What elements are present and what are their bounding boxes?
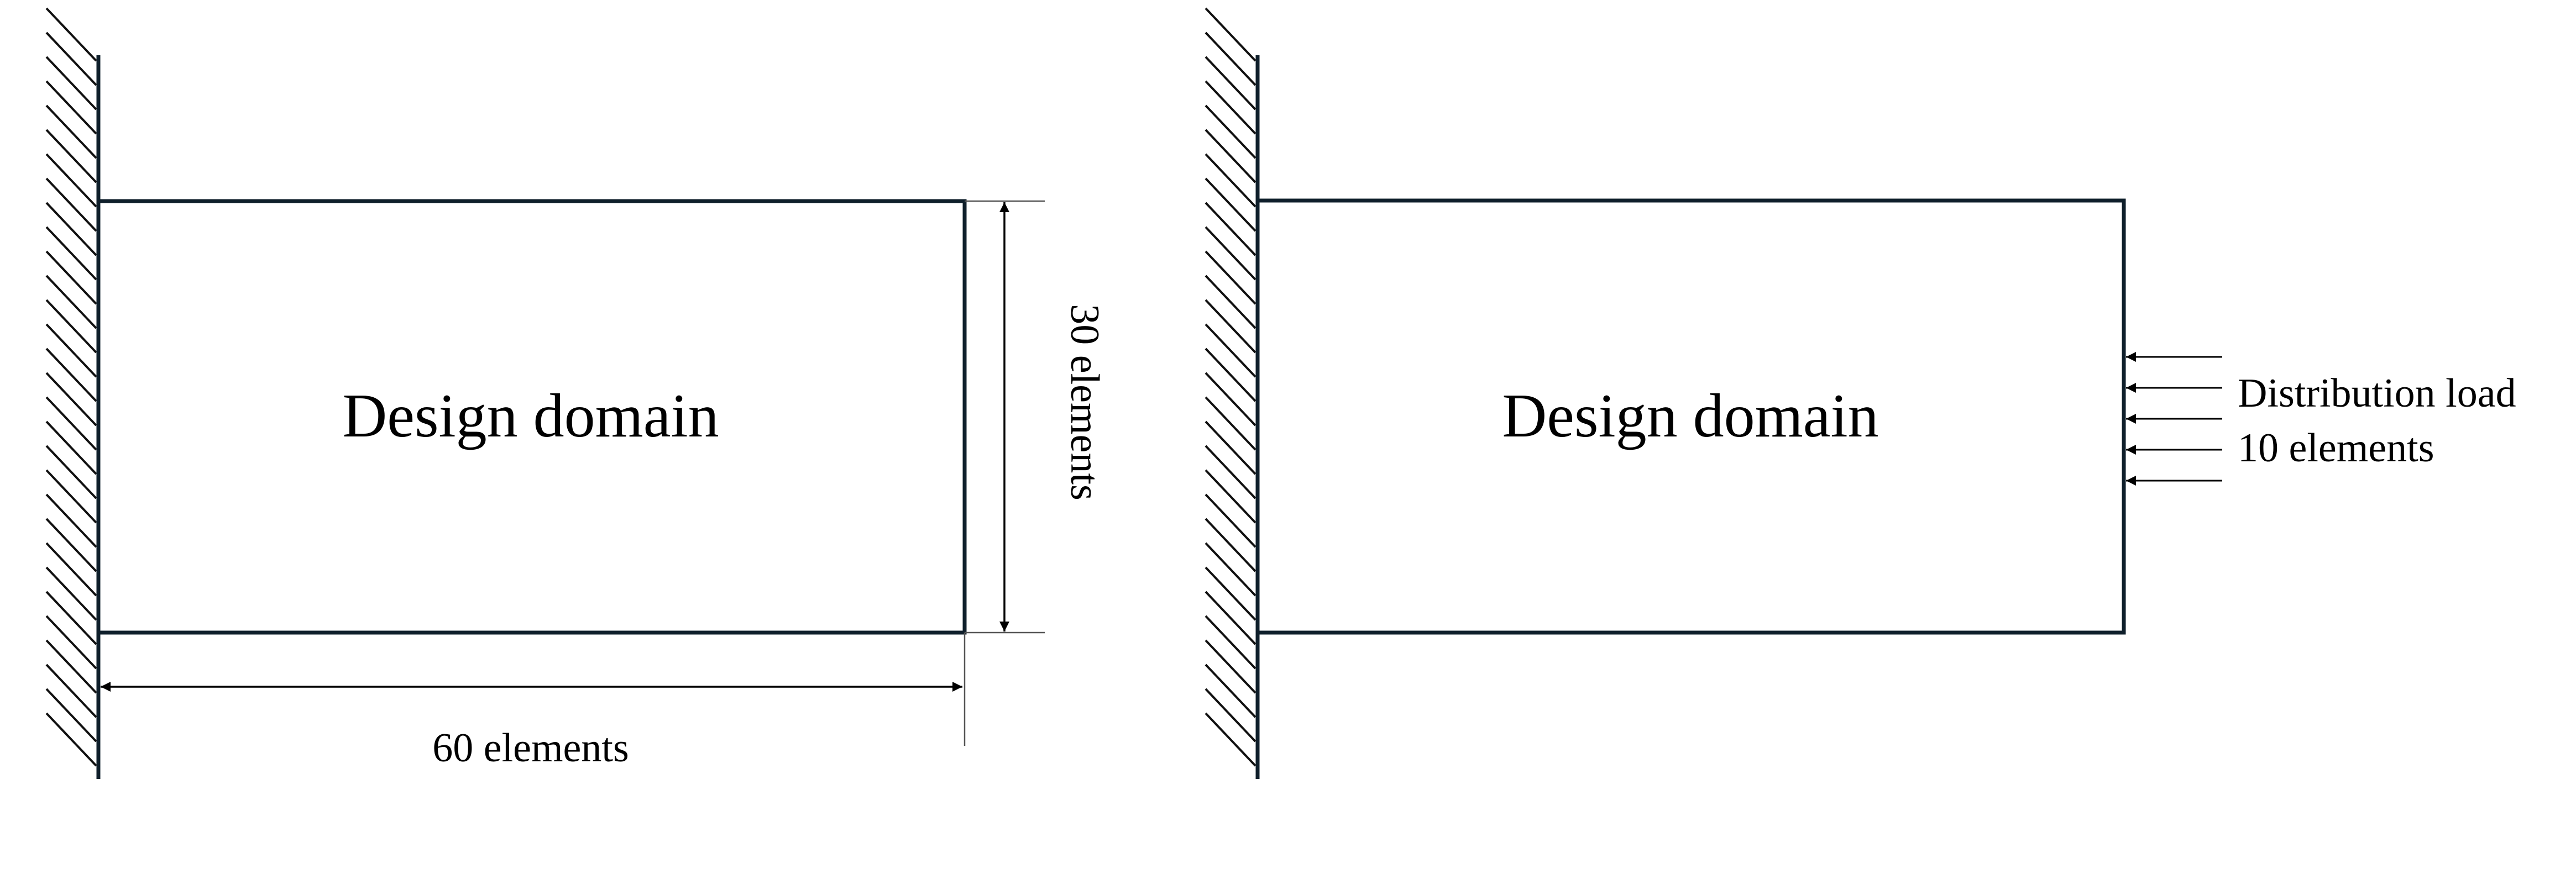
hatch-mark (45, 542, 97, 597)
hatch-mark (45, 250, 97, 305)
hatch-mark (45, 688, 97, 743)
width-dimension-label: 60 elements (432, 725, 629, 771)
hatch-mark (45, 299, 97, 354)
hatch-mark (1205, 202, 1256, 256)
hatch-mark (45, 7, 97, 62)
hatch-mark (1205, 299, 1256, 354)
left-domain-label: Design domain (342, 382, 719, 450)
hatch-mark (1205, 177, 1256, 232)
right-domain-label: Design domain (1502, 382, 1878, 450)
hatch-mark (1205, 226, 1256, 281)
hatch-mark (1205, 493, 1256, 548)
hatch-mark (1205, 80, 1256, 135)
hatch-mark (45, 104, 97, 159)
hatch-mark (45, 348, 97, 402)
hatch-mark (45, 664, 97, 718)
hatch-mark (1205, 275, 1256, 329)
hatch-mark (1205, 56, 1256, 110)
hatch-mark (45, 226, 97, 281)
hatch-mark (1205, 469, 1256, 524)
hatch-mark (1205, 566, 1256, 621)
hatch-mark (1205, 323, 1256, 378)
hatch-mark (1205, 639, 1256, 694)
right-design-domain-box (1255, 198, 2126, 635)
hatch-mark (45, 275, 97, 329)
hatch-mark (1205, 104, 1256, 159)
hatch-mark (45, 31, 97, 86)
hatch-mark (45, 591, 97, 645)
hatch-mark (45, 372, 97, 427)
distributed-load-arrows (2126, 352, 2222, 486)
hatch-mark (1205, 372, 1256, 427)
right-diagram: Design domain Distribution load 10 eleme… (1205, 7, 2516, 779)
load-label-line2: 10 elements (2238, 425, 2434, 471)
hatch-mark (1205, 129, 1256, 183)
hatch-mark (45, 469, 97, 524)
hatch-mark (1205, 542, 1256, 597)
hatch-mark (45, 493, 97, 548)
hatch-mark (1205, 615, 1256, 670)
hatch-mark (45, 129, 97, 183)
hatch-mark (45, 615, 97, 670)
right-fixed-support-icon (1205, 7, 1260, 779)
hatch-mark (45, 712, 97, 767)
left-design-domain-box (96, 199, 967, 635)
load-label-line1: Distribution load (2238, 371, 2516, 416)
hatch-mark (45, 518, 97, 572)
width-dimension (101, 633, 966, 746)
hatch-mark (45, 639, 97, 694)
hatch-mark (1205, 445, 1256, 499)
hatch-mark (1205, 664, 1256, 718)
hatch-mark (1205, 396, 1256, 451)
hatch-mark (45, 80, 97, 135)
hatch-mark (45, 323, 97, 378)
hatch-mark (1205, 518, 1256, 572)
hatch-mark (1205, 250, 1256, 305)
hatch-mark (45, 177, 97, 232)
hatch-mark (1205, 712, 1256, 767)
hatch-mark (45, 202, 97, 256)
hatch-mark (45, 566, 97, 621)
hatch-mark (1205, 591, 1256, 645)
height-dimension-label: 30 elements (1062, 304, 1107, 501)
hatch-mark (1205, 31, 1256, 86)
hatch-mark (45, 153, 97, 208)
hatch-mark (1205, 348, 1256, 402)
left-diagram: Design domain 30 elements 60 elements (45, 7, 1107, 779)
hatch-mark (45, 445, 97, 499)
hatch-mark (1205, 420, 1256, 475)
hatch-mark (45, 420, 97, 475)
height-dimension (965, 200, 1045, 634)
hatch-mark (1205, 153, 1256, 208)
left-fixed-support-icon (45, 7, 101, 779)
hatch-mark (45, 396, 97, 451)
hatch-mark (1205, 688, 1256, 743)
hatch-mark (45, 56, 97, 110)
hatch-mark (1205, 7, 1256, 62)
